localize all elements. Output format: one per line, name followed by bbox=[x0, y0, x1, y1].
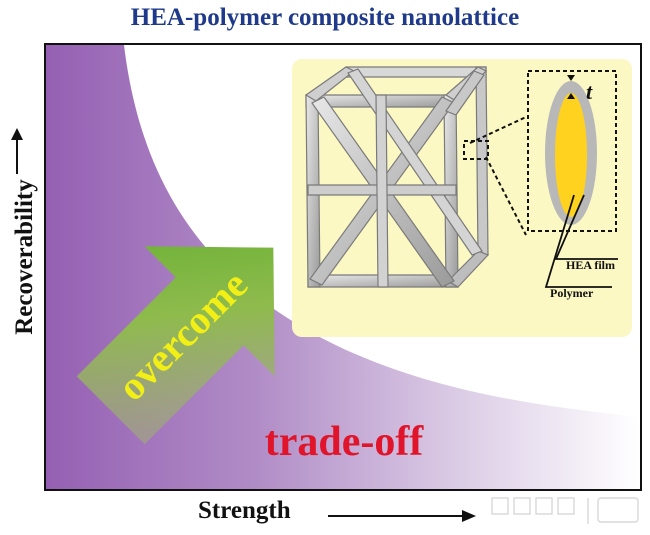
zoom-connector bbox=[469, 116, 527, 236]
y-axis-arrow bbox=[11, 128, 23, 174]
tradeoff-label: trade-off bbox=[265, 419, 425, 465]
nanolattice-icon bbox=[304, 66, 490, 288]
figure-title: HEA-polymer composite nanolattice bbox=[130, 4, 520, 31]
polymer-leader bbox=[544, 194, 612, 288]
polymer-label: Polymer bbox=[550, 286, 594, 300]
x-axis-label: Strength bbox=[198, 497, 291, 524]
plot-canvas: overcome trade-off bbox=[46, 45, 640, 489]
nanolattice-inset: t HEA film Polymer bbox=[292, 59, 632, 337]
cross-section-box bbox=[527, 70, 617, 232]
hea-film-leader bbox=[554, 194, 618, 260]
overcome-arrow bbox=[76, 246, 275, 445]
thickness-label: t bbox=[586, 79, 593, 104]
plot-frame: overcome trade-off bbox=[44, 43, 642, 491]
x-axis-arrow bbox=[328, 510, 476, 522]
watermark-icon bbox=[491, 497, 639, 524]
hea-film-label: HEA film bbox=[566, 258, 615, 272]
polymer-core bbox=[555, 93, 587, 217]
y-axis-label: Recoverability bbox=[11, 179, 38, 335]
